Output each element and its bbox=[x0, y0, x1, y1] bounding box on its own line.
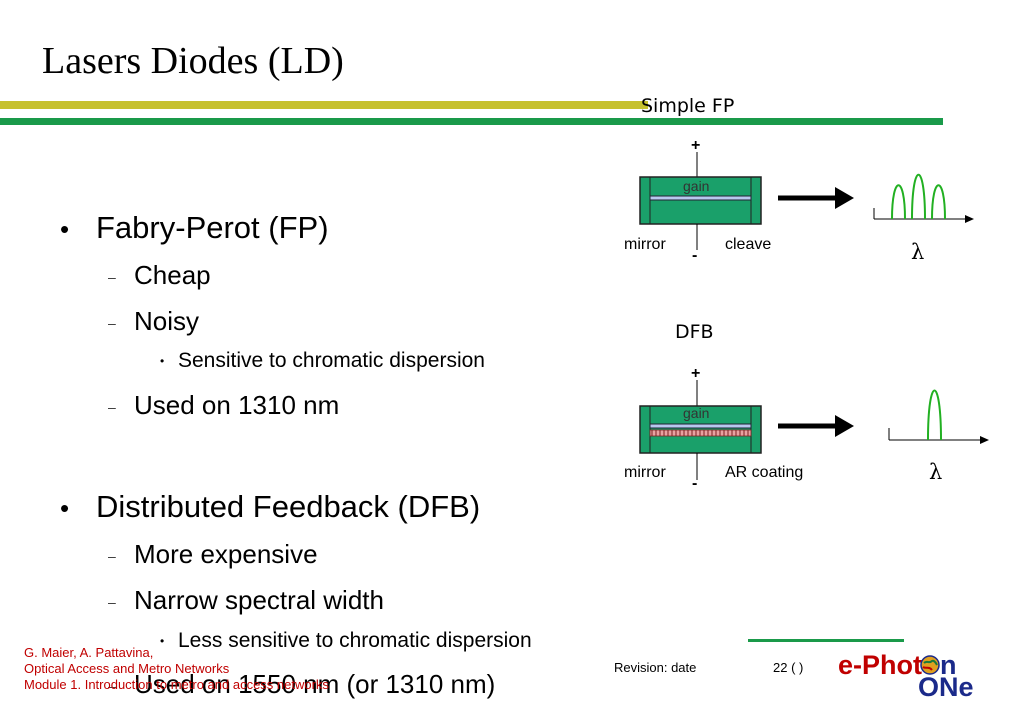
laser-fp bbox=[639, 152, 762, 250]
plus-label-dfb: + bbox=[691, 365, 701, 382]
mirror-label-dfb: mirror bbox=[624, 464, 666, 481]
spectrum-dfb bbox=[888, 389, 989, 444]
spectral-peak bbox=[931, 184, 946, 220]
active-layer bbox=[649, 423, 752, 429]
bullet-fp-heading: Fabry-Perot (FP) bbox=[96, 210, 329, 245]
logo-text: e-Phot bbox=[838, 650, 922, 681]
sub-bullet-text: Used on 1550 nm (or 1310 nm) bbox=[134, 669, 496, 699]
footer-authors: G. Maier, A. Pattavina, bbox=[24, 645, 154, 660]
laser-body bbox=[639, 405, 762, 454]
laser-dfb bbox=[639, 380, 762, 480]
small-bullet-dot: • bbox=[160, 354, 165, 369]
dash-marker: – bbox=[108, 678, 116, 695]
spectral-peak bbox=[911, 173, 926, 220]
spectrum-fp bbox=[873, 173, 974, 223]
lambda-label-dfb: λ bbox=[929, 460, 943, 484]
bullet-dfb: • Distributed Feedback (DFB) bbox=[60, 489, 480, 526]
cleave-label-fp: cleave bbox=[725, 236, 772, 253]
sub-bullet-fp-cheap: – Cheap bbox=[108, 259, 211, 293]
sub-bullet-text: Narrow spectral width bbox=[134, 585, 384, 615]
spectral-peak bbox=[891, 184, 906, 220]
sub-bullet-text: Cheap bbox=[134, 260, 211, 290]
title-underline-green bbox=[0, 118, 943, 125]
dash-marker: – bbox=[108, 594, 116, 611]
sub-bullet-text: More expensive bbox=[134, 539, 318, 569]
bullet-dot: • bbox=[60, 493, 70, 523]
logo-ephot: e-Phot bbox=[838, 650, 922, 680]
arrow-fp bbox=[778, 187, 854, 209]
logo-one: ONe bbox=[918, 672, 974, 702]
sub-bullet-fp-noisy: – Noisy bbox=[108, 305, 199, 339]
bullet-fp: • Fabry-Perot (FP) bbox=[60, 210, 329, 247]
mirror-label-fp: mirror bbox=[624, 236, 666, 253]
bullet-dot: • bbox=[60, 214, 70, 244]
sub-sub-bullet-fp: • Sensitive to chromatic dispersion bbox=[160, 348, 485, 374]
footer-course: Optical Access and Metro Networks bbox=[24, 661, 230, 676]
sub-bullet-text: Noisy bbox=[134, 306, 200, 336]
dash-marker: – bbox=[108, 315, 116, 332]
x-axis-arrow bbox=[965, 215, 974, 223]
page-number: 22 ( ) bbox=[773, 660, 804, 675]
dash-marker: – bbox=[108, 399, 116, 416]
bullet-dfb-heading: Distributed Feedback (DFB) bbox=[96, 489, 481, 524]
lambda-label-fp: λ bbox=[911, 240, 925, 264]
arrow-dfb bbox=[778, 415, 854, 437]
logo-rule bbox=[748, 639, 904, 642]
grating-teeth bbox=[651, 430, 749, 436]
small-bullet-dot: • bbox=[160, 634, 165, 649]
revision-label: Revision: date bbox=[614, 660, 697, 675]
ar-coating-label-dfb: AR coating bbox=[725, 464, 804, 481]
spectral-peak bbox=[927, 389, 942, 441]
plus-label-fp: + bbox=[691, 137, 701, 154]
dash-marker: – bbox=[108, 548, 116, 565]
diagram-dfb bbox=[639, 380, 989, 480]
slide-title: Lasers Diodes (LD) bbox=[42, 40, 344, 82]
sub-sub-bullet-text: Sensitive to chromatic dispersion bbox=[178, 349, 485, 372]
dash-marker: – bbox=[108, 269, 116, 286]
minus-label-dfb: - bbox=[692, 475, 698, 492]
globe-icon bbox=[920, 655, 940, 675]
logo-n: n bbox=[940, 650, 957, 680]
active-layer bbox=[649, 195, 752, 201]
sub-bullet-dfb-1550: – Used on 1550 nm (or 1310 nm) bbox=[108, 668, 495, 702]
gain-label-fp: gain bbox=[683, 178, 710, 194]
diagram-dfb-title: DFB bbox=[675, 321, 714, 343]
sub-sub-bullet-dfb: • Less sensitive to chromatic dispersion bbox=[160, 628, 532, 654]
minus-label-fp: - bbox=[692, 247, 698, 264]
gain-label-dfb: gain bbox=[683, 405, 710, 421]
diagram-fp bbox=[639, 152, 974, 250]
sub-sub-bullet-text: Less sensitive to chromatic dispersion bbox=[178, 629, 532, 652]
sub-bullet-dfb-expensive: – More expensive bbox=[108, 538, 318, 572]
diagram-fp-title: Simple FP bbox=[641, 95, 735, 117]
x-axis-arrow bbox=[980, 436, 989, 444]
sub-bullet-text: Used on 1310 nm bbox=[134, 390, 340, 420]
footer-module: Module 1. Introduction to metro and acce… bbox=[24, 677, 329, 692]
sub-bullet-dfb-narrow: – Narrow spectral width bbox=[108, 584, 384, 618]
title-underline-yellow bbox=[0, 101, 648, 109]
sub-bullet-fp-1310: – Used on 1310 nm bbox=[108, 389, 339, 423]
